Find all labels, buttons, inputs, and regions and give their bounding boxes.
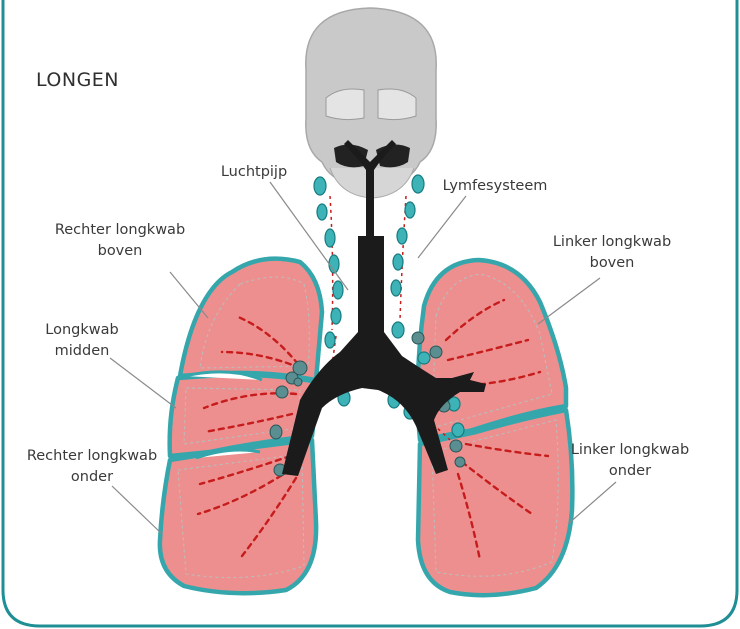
label-right-middle-lobe-2: midden — [55, 343, 110, 359]
diagram-title: LONGEN — [36, 69, 119, 91]
leader-right-lower — [112, 486, 162, 534]
label-right-upper-lobe-2: boven — [98, 243, 143, 259]
label-left-lower-lobe-2: onder — [609, 463, 651, 479]
label-right-middle-lobe-1: Longkwab — [45, 322, 118, 338]
leader-left-upper — [538, 278, 600, 324]
label-right-lower-lobe-1: Rechter longkwab — [27, 448, 157, 464]
leader-right-middle — [110, 358, 176, 408]
leader-lymph — [418, 196, 466, 258]
label-left-upper-lobe-1: Linker longkwab — [553, 234, 671, 250]
label-lymph-system: Lymfesysteem — [443, 178, 548, 194]
label-left-lower-lobe-1: Linker longkwab — [571, 442, 689, 458]
label-right-lower-lobe-2: onder — [71, 469, 113, 485]
label-left-upper-lobe-2: boven — [590, 255, 635, 271]
label-trachea: Luchtpijp — [221, 164, 287, 180]
label-right-upper-lobe-1: Rechter longkwab — [55, 222, 185, 238]
leader-left-lower — [568, 482, 616, 524]
leader-right-upper — [170, 272, 208, 318]
left-lower-lobe — [418, 410, 572, 595]
